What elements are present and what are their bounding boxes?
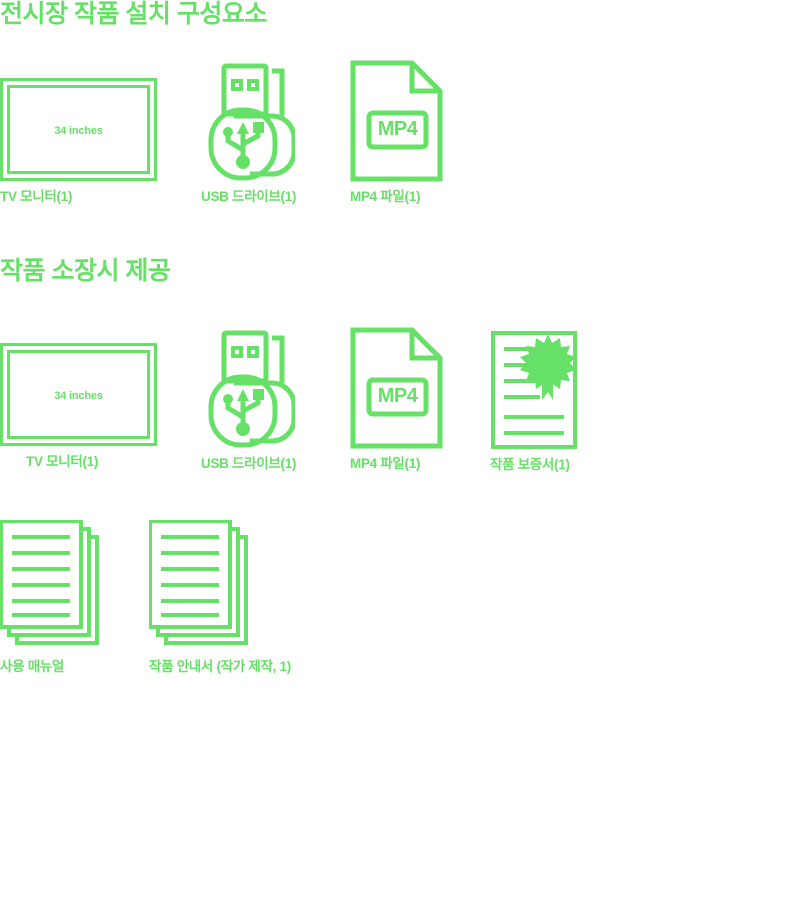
- tv-monitor-icon: 34 inches: [0, 78, 160, 183]
- mp4-badge-text: MP4: [377, 385, 418, 407]
- section-title-exhibition-installation: 전시장 작품 설치 구성요소: [0, 0, 267, 28]
- mp4-file-glyph: [350, 60, 443, 182]
- item-label-mp4-file: MP4 파일(1): [350, 189, 421, 204]
- tv-monitor-icon: 34 inches: [0, 343, 160, 448]
- item-mp4-file-row1: MP4 MP4 파일(1): [350, 60, 445, 203]
- item-usb-drive-row2: USB 드라이브(1): [200, 325, 296, 470]
- item-tv-monitor-row1: 34 inches TV 모니터(1): [0, 78, 160, 203]
- usb-drive-icon: [200, 58, 295, 183]
- mp4-badge-text: MP4: [377, 118, 418, 140]
- document-stack-glyph: [149, 520, 248, 645]
- usb-drive-icon: [200, 325, 295, 450]
- item-label-tv-monitor: TV 모니터(1): [0, 189, 73, 204]
- tv-monitor-size-text: 34 inches: [54, 125, 103, 137]
- tv-monitor-screen: 34 inches: [7, 350, 150, 439]
- document-stack-glyph: [0, 520, 99, 645]
- item-label-certificate: 작품 보증서(1): [490, 457, 570, 472]
- item-label-usb-drive: USB 드라이브(1): [201, 189, 297, 204]
- mp4-file-glyph: [350, 327, 443, 449]
- tv-monitor-size-text: 34 inches: [54, 390, 103, 402]
- item-label-mp4-file: MP4 파일(1): [350, 456, 421, 471]
- item-label-tv-monitor: TV 모니터(1): [26, 454, 99, 469]
- item-label-artwork-guide: 작품 안내서 (작가 제작, 1): [149, 659, 291, 674]
- item-label-usb-drive: USB 드라이브(1): [201, 456, 297, 471]
- mp4-file-icon: MP4: [350, 60, 445, 182]
- certificate-icon: [490, 330, 582, 450]
- tv-monitor-screen: 34 inches: [7, 85, 150, 174]
- usb-drive-glyph: [208, 330, 295, 448]
- document-stack-icon: [0, 520, 112, 650]
- certificate-glyph: [491, 331, 577, 449]
- usb-drive-glyph: [208, 63, 295, 181]
- section-title-collection-provided: 작품 소장시 제공: [0, 257, 171, 285]
- mp4-file-icon: MP4: [350, 327, 445, 449]
- item-tv-monitor-row2: 34 inches TV 모니터(1): [0, 343, 160, 468]
- document-stack-icon: [149, 520, 261, 650]
- item-artwork-guide: 작품 안내서 (작가 제작, 1): [149, 520, 291, 673]
- item-label-user-manual: 사용 매뉴얼: [0, 659, 65, 674]
- item-usb-drive-row1: USB 드라이브(1): [200, 58, 296, 203]
- item-mp4-file-row2: MP4 MP4 파일(1): [350, 327, 445, 470]
- item-certificate-row2: 작품 보증서(1): [490, 330, 582, 471]
- item-user-manual: 사용 매뉴얼: [0, 520, 112, 673]
